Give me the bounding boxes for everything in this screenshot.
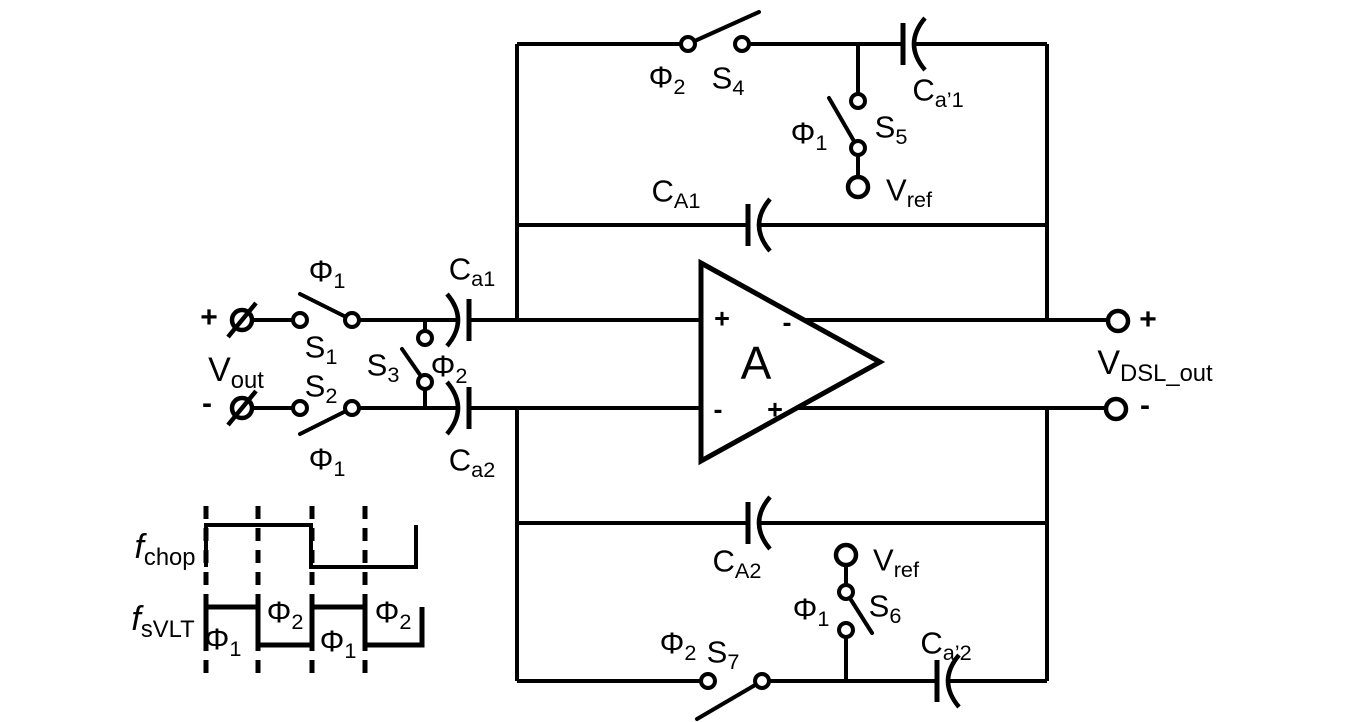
phi2-s3-label: Φ2 — [430, 348, 468, 388]
output-minus-label: - — [1140, 389, 1150, 422]
phi2-s4-label: Φ2 — [648, 59, 686, 99]
phi1-s6-label: Φ1 — [792, 591, 830, 631]
opamp-input-plus-label: + — [714, 303, 730, 334]
phi1-s5-label: Φ1 — [790, 115, 828, 155]
s2-label: S2 — [304, 368, 338, 408]
phi1-s1-label: Φ1 — [308, 253, 346, 293]
switch-s5-contact-bottom — [849, 139, 867, 157]
s4-label: S4 — [711, 60, 745, 100]
capacitor-ca1fb-curved-plate — [756, 197, 772, 253]
fsvlt-waveform — [203, 604, 425, 648]
ca1-label: Ca1 — [448, 251, 496, 291]
switch-s3-contact-top — [416, 329, 434, 347]
switch-s6-contact-bottom — [837, 621, 855, 639]
ca-prime2-label: Ca’2 — [920, 625, 972, 665]
switch-s3-contact-bottom — [416, 373, 434, 391]
switch-s4-contact-right — [733, 35, 751, 53]
input-minus-label: - — [202, 387, 212, 420]
fchop-label: fchop — [134, 528, 196, 572]
vdsl-out-label: VDSL_out — [1097, 344, 1213, 388]
output-plus-terminal — [1105, 308, 1131, 334]
switch-s4-contact-left — [679, 35, 697, 53]
opamp-output-minus-label: - — [782, 307, 792, 338]
s1-label: S1 — [304, 329, 338, 369]
switch-s7-contact-left — [699, 672, 717, 690]
wires — [253, 42, 1108, 683]
capacitor-ca2-curved-plate — [445, 380, 461, 436]
timing-phi1-label-1: Φ1 — [204, 621, 242, 661]
vref-bottom-label: Vref — [873, 542, 919, 582]
switch-s7-blade — [695, 679, 764, 721]
terminals — [226, 174, 1131, 568]
switch-s1-contact-right — [343, 311, 361, 329]
phi2-s7-label: Φ2 — [659, 625, 697, 665]
capacitor-caprime2-curved-plate — [945, 653, 961, 709]
timing-phi1-label-2: Φ1 — [319, 623, 357, 663]
fchop-waveform — [204, 523, 418, 569]
switch-s2-contact-right — [343, 399, 361, 417]
s5-label: S5 — [874, 109, 908, 149]
opamp-input-minus-label: - — [713, 394, 723, 425]
switch-s1-contact-left — [291, 311, 309, 329]
capacitor-ca-prime1 — [900, 16, 927, 72]
vref-top-terminal — [845, 174, 871, 200]
input-plus-label: + — [200, 301, 218, 334]
switch-s4-blade — [686, 10, 761, 46]
capacitor-ca2-feedback — [745, 495, 772, 551]
capacitor-ca1 — [445, 292, 472, 348]
timing-diagram — [203, 506, 425, 676]
fsvlt-label: fsVLT — [131, 600, 195, 644]
vref-top-label: Vref — [886, 172, 932, 212]
timing-phi2-label-2: Φ2 — [374, 594, 412, 634]
output-plus-label: + — [1139, 303, 1157, 336]
switch-s5-blade — [827, 96, 860, 150]
switch-s7-contact-right — [753, 672, 771, 690]
opamp-triangle — [698, 258, 886, 466]
s3-label: S3 — [366, 347, 400, 387]
opamp-output-plus-label: + — [767, 394, 783, 425]
capacitor-ca2 — [445, 380, 472, 436]
ca2-label: Ca2 — [448, 442, 496, 482]
input-plus-terminal-slash — [226, 301, 258, 339]
capacitor-ca1-curved-plate — [445, 292, 461, 348]
ca2-feedback-label: CA2 — [712, 543, 762, 583]
opamp-gain-label: A — [740, 337, 772, 389]
timing-phi2-label-1: Φ2 — [266, 594, 304, 634]
switch-s2-contact-left — [291, 399, 309, 417]
switch-contacts — [291, 35, 867, 690]
input-minus-terminal-slash — [226, 389, 258, 427]
capacitors — [445, 16, 961, 709]
output-minus-terminal — [1103, 396, 1129, 422]
switch-s2-blade — [298, 406, 354, 436]
ca1-feedback-label: CA1 — [651, 173, 701, 213]
phi1-s2-label: Φ1 — [308, 441, 346, 481]
vout-label: Vout — [208, 351, 264, 395]
s7-label: S7 — [706, 634, 740, 674]
switch-s5-contact-top — [849, 92, 867, 110]
ca-prime1-label: Ca’1 — [912, 72, 964, 112]
s6-label: S6 — [868, 588, 902, 628]
capacitor-caprime1-curved-plate — [911, 16, 927, 72]
capacitor-ca2fb-curved-plate — [756, 495, 772, 551]
switch-s1-blade — [298, 292, 354, 322]
capacitor-ca1-feedback — [745, 197, 772, 253]
switch-s6-contact-top — [837, 583, 855, 601]
capacitor-ca-prime2 — [934, 653, 961, 709]
vref-bottom-terminal — [833, 542, 859, 568]
